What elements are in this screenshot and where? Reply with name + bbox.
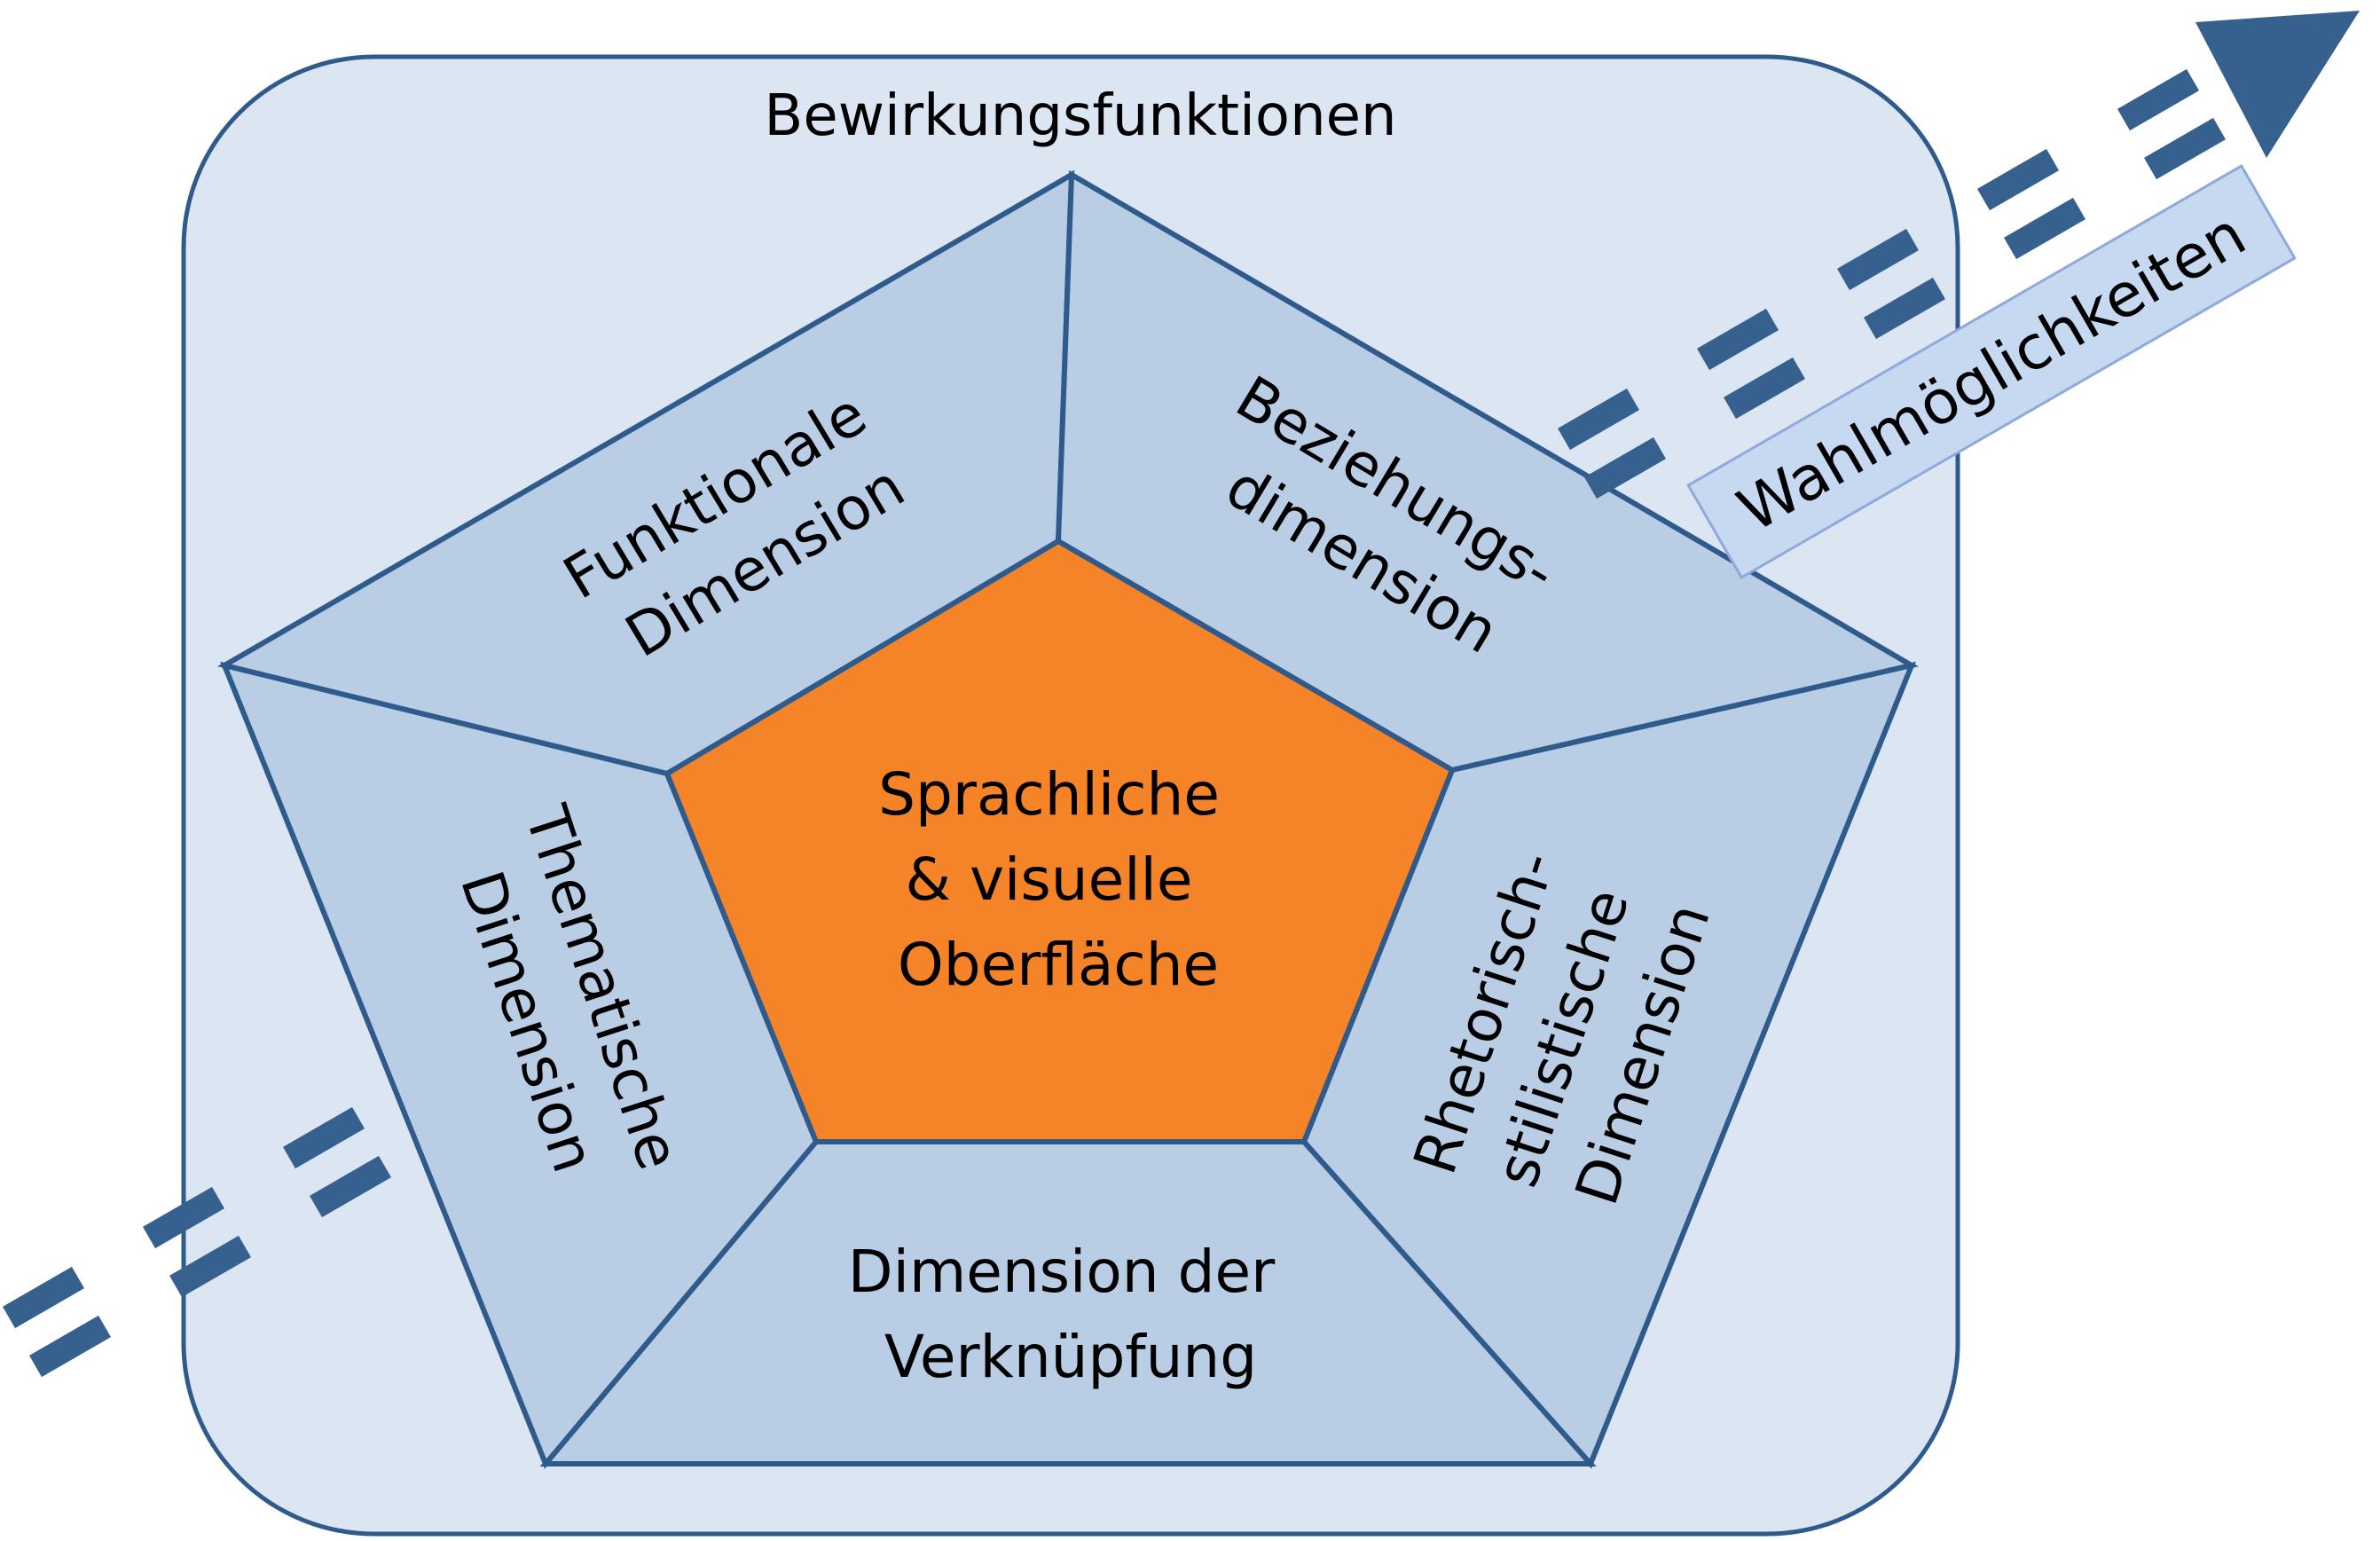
center-line-1: Sprachliche xyxy=(878,760,1220,829)
frame-title: Bewirkungsfunktionen xyxy=(764,83,1396,149)
pentagon xyxy=(217,169,1920,1469)
segment-verknuepfung-label: Dimension der Verknüpfung xyxy=(848,1238,1293,1391)
arrow-dashes-upper xyxy=(1558,68,2226,499)
center-line-2: & visuelle xyxy=(906,845,1193,914)
center-pentagon xyxy=(664,538,1456,1144)
center-line-3: Oberfläche xyxy=(898,931,1219,999)
arrow-label-box xyxy=(1686,163,2297,580)
arrow-head xyxy=(2195,11,2360,158)
arrow-dashes-lower xyxy=(3,1106,391,1378)
center-label: Sprachliche & visuelle Oberfläche xyxy=(878,760,1238,999)
